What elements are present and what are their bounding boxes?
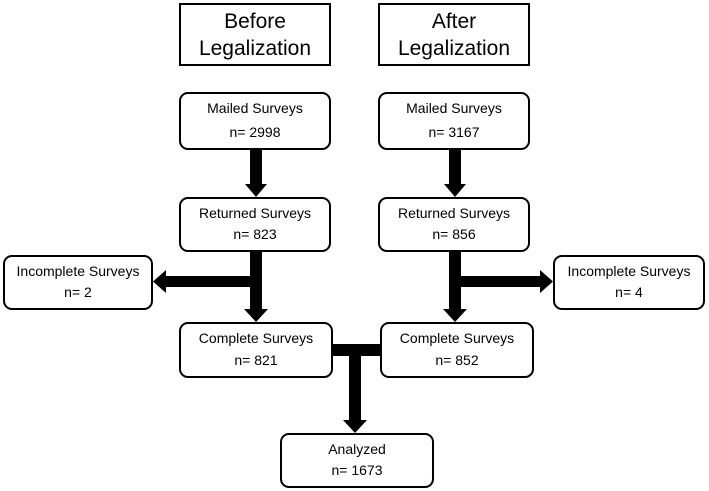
box-count: n= 2998 — [229, 124, 281, 140]
header-before-legalization: Before Legalization — [179, 3, 331, 66]
arrowhead-after-incomplete — [540, 270, 553, 293]
header-before-line2: Legalization — [198, 36, 312, 60]
header-after-legalization: After Legalization — [378, 3, 530, 66]
arrowhead-analyzed — [343, 420, 367, 433]
arrowhead-before-incomplete — [153, 270, 166, 293]
before-incomplete-surveys-box: Incomplete Surveys n= 2 — [3, 255, 153, 310]
arrowhead-after-complete — [443, 309, 467, 322]
box-title: Mailed Surveys — [406, 100, 502, 116]
box-title: Returned Surveys — [397, 205, 511, 221]
box-title: Mailed Surveys — [207, 100, 303, 116]
arrow-before-to-incomplete — [164, 276, 262, 287]
arrowhead-before-complete — [244, 309, 268, 322]
box-title: Complete Surveys — [399, 330, 515, 346]
header-after-line2: Legalization — [397, 36, 511, 60]
before-complete-surveys-box: Complete Surveys n= 821 — [179, 322, 333, 378]
arrow-after-to-incomplete — [449, 276, 542, 287]
box-count: n= 821 — [234, 352, 278, 368]
box-title: Analyzed — [328, 441, 386, 457]
box-title: Incomplete Surveys — [16, 263, 140, 279]
box-title: Complete Surveys — [198, 330, 314, 346]
box-count: n= 823 — [233, 226, 277, 242]
box-count: n= 1673 — [331, 462, 383, 478]
before-mailed-surveys-box: Mailed Surveys n= 2998 — [179, 92, 331, 150]
before-returned-surveys-box: Returned Surveys n= 823 — [179, 197, 331, 252]
box-title: Incomplete Surveys — [567, 263, 691, 279]
arrow-merge-to-analyzed — [349, 344, 361, 422]
header-before-line1: Before — [224, 9, 286, 33]
after-complete-surveys-box: Complete Surveys n= 852 — [380, 322, 534, 378]
box-count: n= 856 — [432, 226, 476, 242]
after-mailed-surveys-box: Mailed Surveys n= 3167 — [378, 92, 530, 150]
arrowhead-after-returned — [444, 184, 466, 197]
box-title: Returned Surveys — [198, 205, 312, 221]
box-count: n= 4 — [615, 284, 643, 300]
after-returned-surveys-box: Returned Surveys n= 856 — [378, 197, 530, 252]
analyzed-box: Analyzed n= 1673 — [280, 433, 434, 488]
box-count: n= 2 — [64, 284, 92, 300]
arrow-before-mailed-to-returned — [250, 150, 262, 186]
header-after-line1: After — [431, 9, 477, 33]
box-count: n= 852 — [435, 352, 479, 368]
box-count: n= 3167 — [428, 124, 480, 140]
after-incomplete-surveys-box: Incomplete Surveys n= 4 — [553, 255, 705, 310]
arrowhead-before-returned — [245, 184, 267, 197]
arrow-after-mailed-to-returned — [449, 150, 461, 186]
